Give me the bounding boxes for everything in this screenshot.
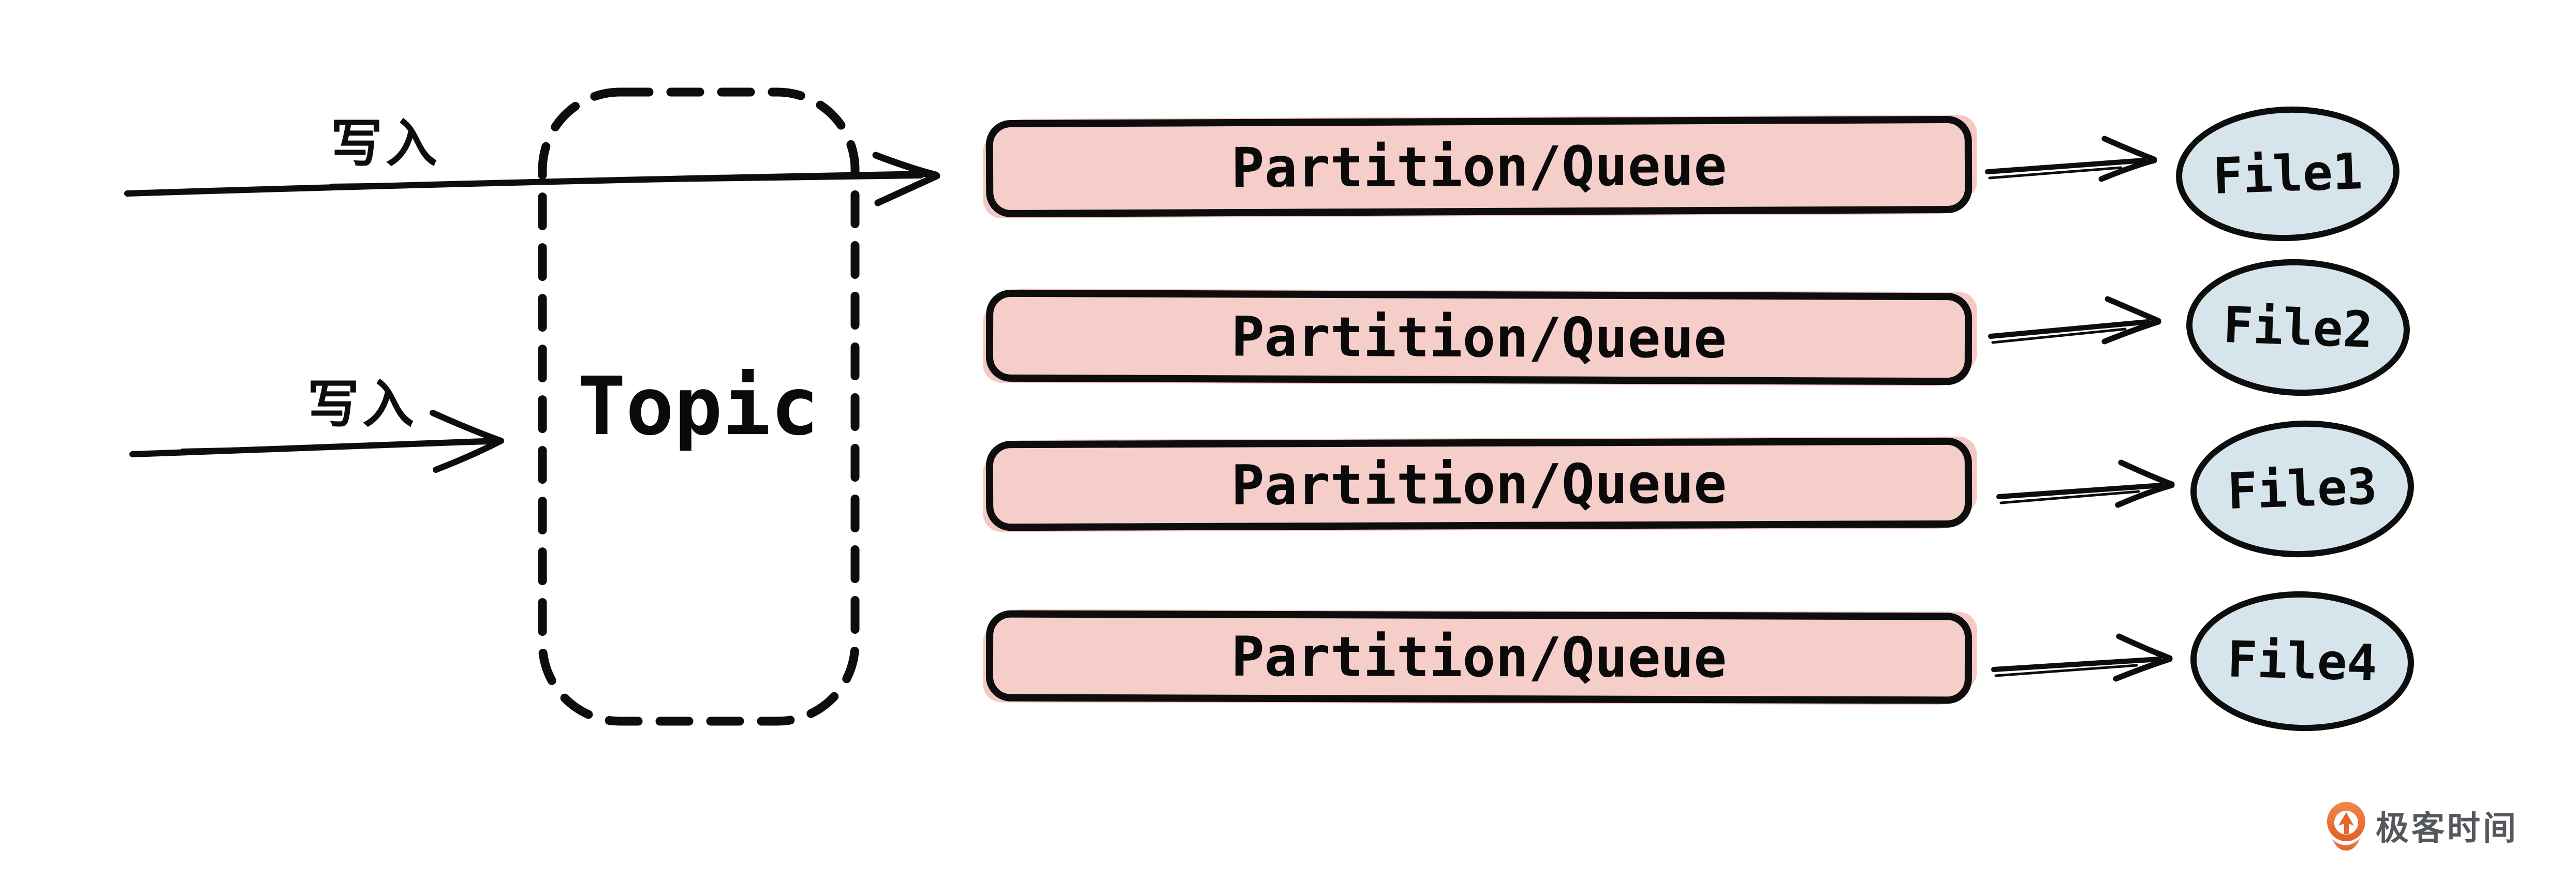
- write-arrow-1: [124, 152, 940, 206]
- write-label-1: 写入: [331, 113, 440, 174]
- write-label-2: 写入: [307, 374, 417, 435]
- partition3-to-file3-arrow: [1996, 459, 2175, 508]
- partition-box-4: Partition/Queue: [985, 610, 1973, 704]
- topic-dashed-box: [538, 87, 860, 726]
- partition-box-3: Partition/Queue: [985, 437, 1973, 531]
- write-arrow-2: [129, 410, 504, 473]
- brand-watermark: 极客时间: [2325, 801, 2519, 851]
- partition4-to-file4-arrow: [1991, 633, 2173, 682]
- geektime-logo-icon: [2327, 802, 2365, 851]
- partition-box-1: Partition/Queue: [985, 115, 1973, 218]
- partition-box-2: Partition/Queue: [985, 289, 1973, 385]
- partition2-to-file2-arrow: [1988, 296, 2161, 345]
- partition1-to-file1-arrow: [1985, 136, 2157, 182]
- brand-text: 极客时间: [2376, 810, 2519, 848]
